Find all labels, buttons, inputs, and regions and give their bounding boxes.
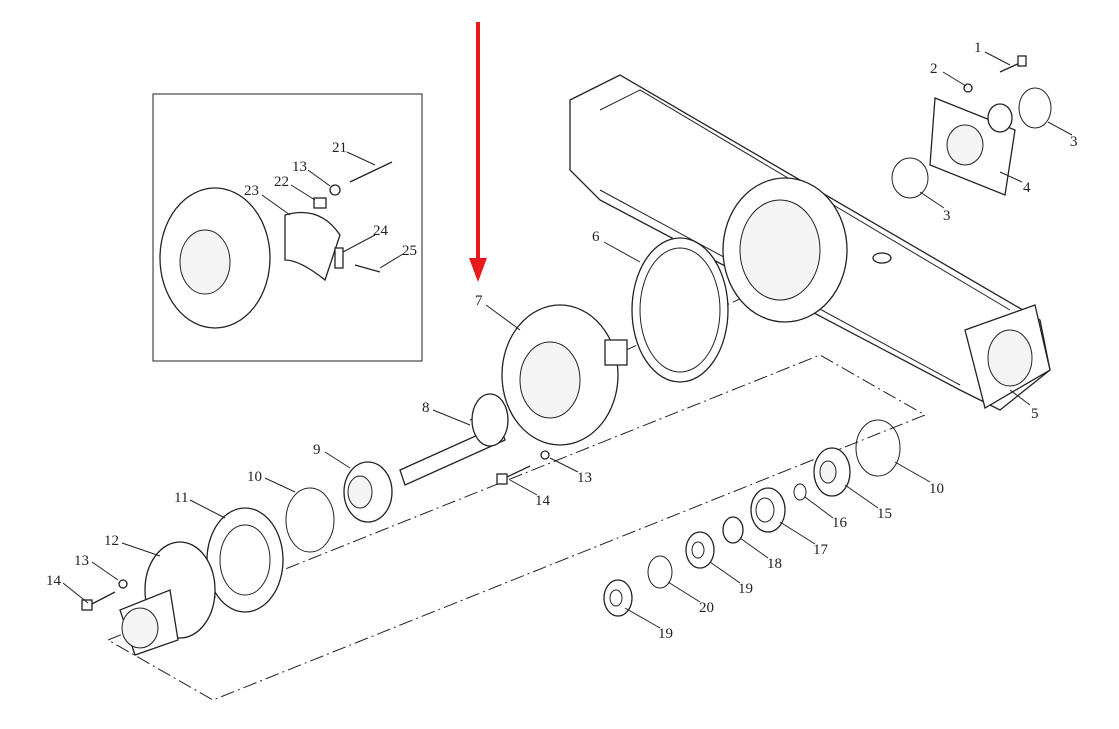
o-ring-10a: [285, 487, 335, 553]
callout: 3: [943, 208, 951, 224]
callout: 8: [422, 400, 430, 416]
callout: 6: [592, 229, 600, 245]
callout: 19: [738, 581, 753, 597]
callout: 10: [247, 469, 262, 485]
bolt-1: [999, 55, 1027, 73]
callout: 13: [74, 553, 89, 569]
bearing-cap-23: [284, 211, 341, 282]
callout: 10: [929, 481, 944, 497]
o-ring-3b: [891, 157, 929, 199]
lock-plate-24: [334, 247, 344, 269]
seal-17: [750, 487, 786, 533]
callout: 5: [1031, 406, 1039, 422]
callout: 18: [767, 556, 782, 572]
snap-ring-16: [793, 483, 807, 501]
callout: 25: [402, 243, 417, 259]
callout: 14: [46, 573, 62, 589]
flange-cover: [929, 97, 1016, 196]
callout: 14: [535, 493, 551, 509]
final-drive-housing: [501, 304, 628, 446]
bearing-9: [343, 461, 393, 523]
washer-13b: [540, 450, 550, 460]
callout: 24: [373, 223, 389, 239]
callout-labels: 1 2 3 3 4 5 6 7 8 9 10 10 11 12 13 14 13…: [46, 40, 1078, 642]
leader-lines: [62, 51, 1073, 629]
output-flange: [119, 541, 216, 656]
callout: 7: [475, 293, 483, 309]
callout: 23: [244, 183, 259, 199]
callout: 11: [174, 490, 188, 506]
bolt-21: [349, 161, 393, 183]
washer-13a: [118, 579, 128, 589]
o-ring-3a: [1018, 87, 1052, 129]
callout: 20: [699, 600, 714, 616]
bearing-15: [813, 447, 851, 497]
gasket-6: [631, 237, 729, 383]
spacer-18: [722, 516, 744, 544]
callout: 1: [974, 40, 982, 56]
pin-22: [313, 197, 327, 209]
callout: 15: [877, 506, 892, 522]
callout: 22: [274, 174, 289, 190]
bolt-14b: [496, 465, 531, 485]
callout: 21: [332, 140, 347, 156]
inset-detail-box: [152, 93, 423, 362]
red-indicator-arrow: [469, 22, 487, 282]
bolt-14a: [81, 591, 116, 611]
callout: 4: [1023, 180, 1031, 196]
callout: 19: [658, 626, 673, 642]
pinion-shaft: [399, 393, 509, 486]
gasket-11: [206, 507, 284, 613]
callout: 12: [104, 533, 119, 549]
axle-housing: [569, 74, 1051, 411]
assembly-boundary: [106, 354, 927, 701]
washer-13c: [329, 184, 341, 196]
nut-19b: [603, 579, 633, 617]
callout: 17: [813, 542, 829, 558]
callout: 2: [930, 61, 938, 77]
bolt-25: [354, 264, 381, 273]
inset-housing: [159, 187, 271, 329]
nut-19a: [685, 531, 715, 569]
callout: 9: [313, 442, 321, 458]
lock-washer-20: [647, 555, 673, 589]
o-ring-10b: [855, 419, 901, 477]
callout: 3: [1070, 134, 1078, 150]
callout: 13: [577, 470, 592, 486]
callout: 13: [292, 159, 307, 175]
callout: 16: [832, 515, 848, 531]
